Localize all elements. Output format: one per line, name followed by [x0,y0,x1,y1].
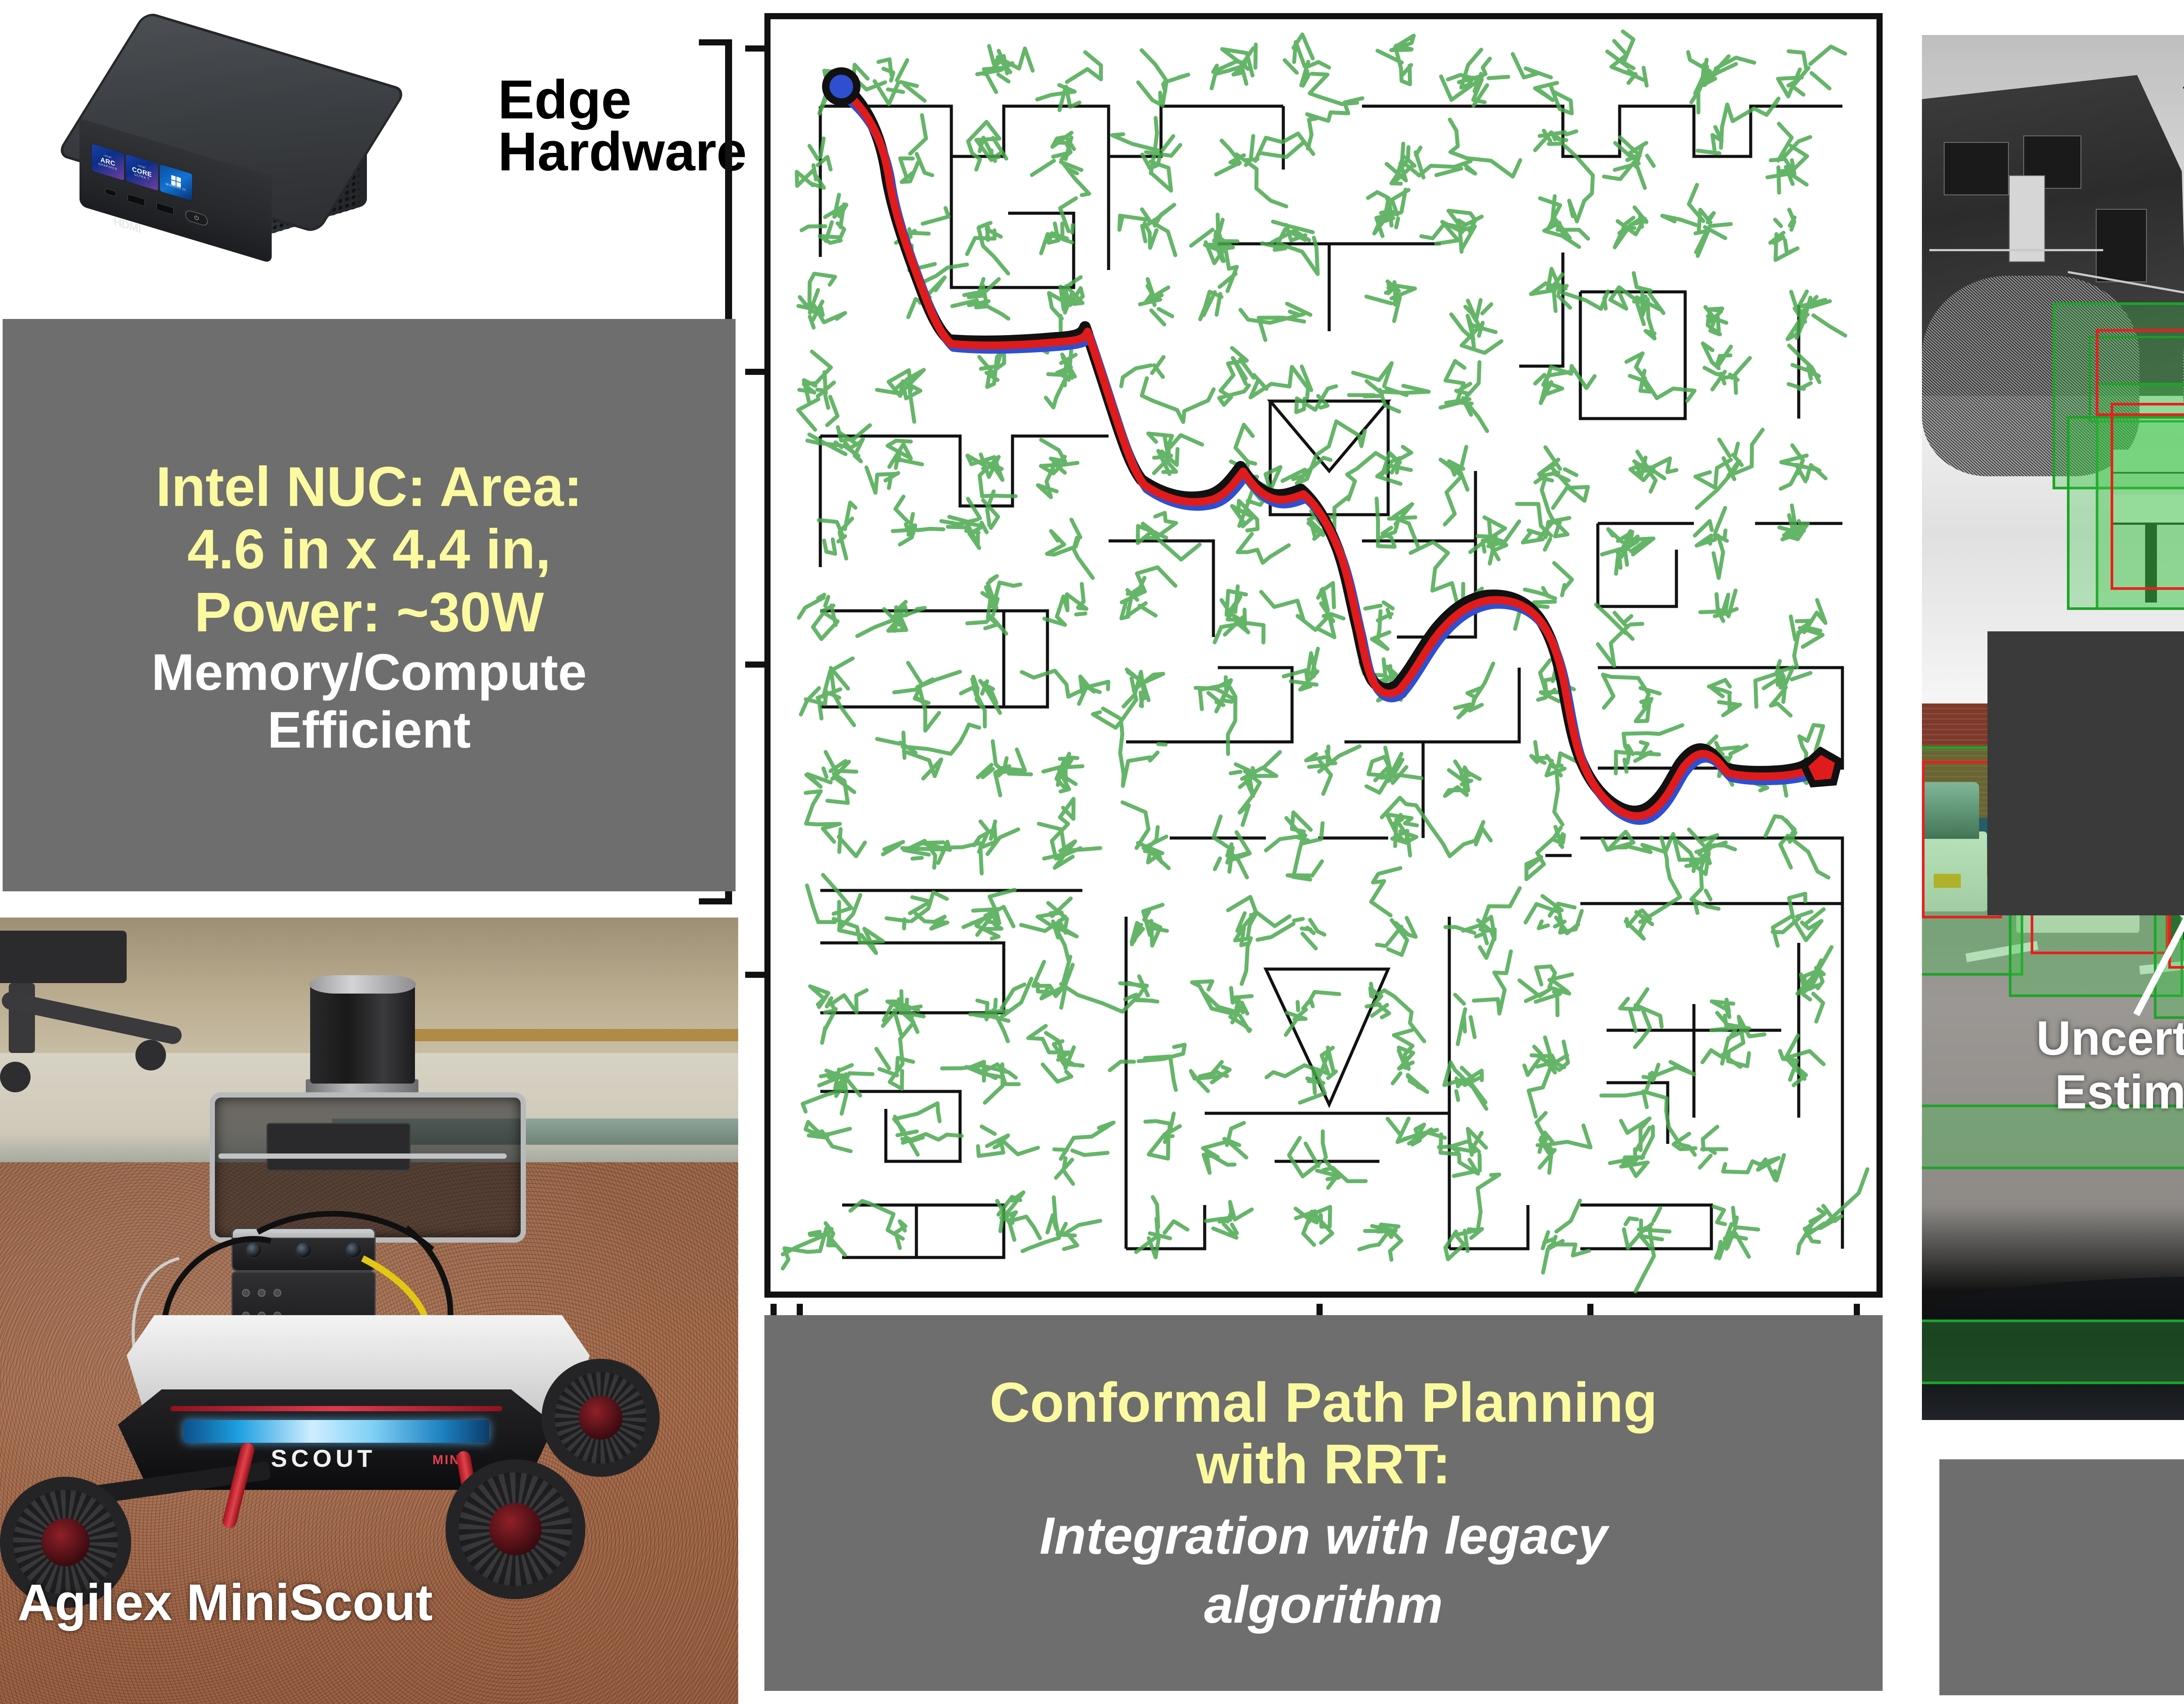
axis-tick-left-3 [745,662,771,668]
spec-yellow-line-1: Intel NUC: Area: [156,455,583,518]
bumper-red-stripe [170,1406,502,1411]
axis-tick-left-4 [745,972,771,978]
car-1-body [1922,831,1987,911]
spec-yellow-line-2: 4.6 in x 4.4 in, [187,518,551,581]
building-window-3 [2096,208,2147,283]
uncertainty-estimates-label: Uncertainty Estimates [1951,1011,2184,1119]
detection-box-green-4 [2067,416,2184,610]
park-box-green-road [1922,1105,2184,1169]
spec-yellow-line-3: Power: ~30W [194,581,544,644]
uncertainty-label-line-1: Uncertainty [2036,1011,2184,1066]
hardware-spec-box: Intel NUC: Area: 4.6 in x 4.4 in, Power:… [3,319,736,891]
rrt-caption-sub-2: algorithm [1204,1575,1443,1634]
conventional-snow-scene [1922,35,2184,703]
ego-vehicle-hood [1922,1277,2184,1420]
wheel-front-right [446,1459,585,1599]
rrt-plot-card [745,13,1883,1329]
usb-a-port-1 [128,194,145,207]
rrt-caption-box: Conformal Path Planning with RRT: Integr… [764,1315,1883,1691]
building-pillar [2009,175,2046,263]
depth-camera [232,1228,376,1271]
edge-hardware-line-2: Hardware [498,121,747,182]
camera-led-2 [258,1289,266,1297]
scout-brand-text: SCOUT [271,1444,376,1472]
lidar-top-cap [309,975,416,994]
chair-caster-2 [135,1040,166,1070]
spec-white-line-1: Memory/Compute [151,643,587,701]
car-1-glass [1922,782,1980,839]
building-rail-1 [1929,249,2103,251]
usb-c-port [105,187,116,197]
wheel-front-left [0,1477,131,1608]
car-1 [1922,782,1987,911]
detection-box-green-1 [2052,302,2184,490]
conventional-overlay: Conventional Overly Conservative [1987,631,2184,915]
electronics-box [266,1123,411,1171]
usb-a-port-2 [156,202,174,215]
camera-lens-center [296,1243,311,1257]
bench-backrest [2110,449,2184,472]
camera-led-3 [273,1289,281,1297]
detection-box-red-2 [2096,329,2184,416]
robot-caption: Agilex MiniScout [17,1574,433,1631]
lidar-sensor [310,983,415,1084]
power-button[interactable]: ⏻ [185,209,208,227]
detection-box-red-1 [2110,402,2184,590]
axis-tick-left-1 [745,45,771,52]
building-window-1 [1943,142,2009,196]
axis-tick-left-2 [745,369,771,375]
rrt-plot-axes [745,13,1883,1329]
edge-hardware-line-1: Edge [498,69,632,130]
hub-front-left [41,1518,90,1566]
chair-seat [0,931,127,983]
goal-marker [1800,746,1843,788]
agilex-miniscout-photo: SCOUT MINI [0,918,738,1704]
wheel-rear-right [542,1359,660,1477]
camera-lens-left [246,1243,261,1257]
cage-rail [218,1153,507,1159]
right-column: Uncertainty Estimates [1913,0,2184,1704]
snow-shrub-left [1922,275,2139,476]
hub-front-right [489,1503,542,1555]
car-1-plate [1934,873,1961,888]
robot-light-bar [183,1420,489,1443]
spec-white-line-2: Efficient [267,701,471,759]
camera-led-1 [242,1289,250,1297]
bench-seat [2110,495,2184,523]
scout-mini-robot: SCOUT MINI [0,975,660,1608]
edge-hardware-label: Edge Hardware [498,69,747,182]
rrt-plot-area [777,25,1883,1298]
chair-caster-1 [0,1062,31,1092]
rrt-caption-sub-1: Integration with legacy [1039,1506,1608,1565]
snow-shrub-mid [2183,302,2184,436]
uncertainty-label-line-2: Estimates [2055,1065,2184,1119]
rrt-caption-title-1: Conformal Path Planning [989,1372,1658,1434]
rrt-paths [822,67,1843,825]
office-chair [0,931,201,1114]
rrt-caption-title-2: with RRT: [1196,1433,1451,1496]
park-box-green-hood [1922,1320,2184,1384]
perception-caption-box: Conformal Perception: Object Detection a… [1939,1459,2184,1695]
camera-lens-right [346,1243,361,1257]
hub-rear-right [579,1396,622,1440]
start-marker [829,75,853,98]
detection-box-green-2 [2088,336,2184,423]
